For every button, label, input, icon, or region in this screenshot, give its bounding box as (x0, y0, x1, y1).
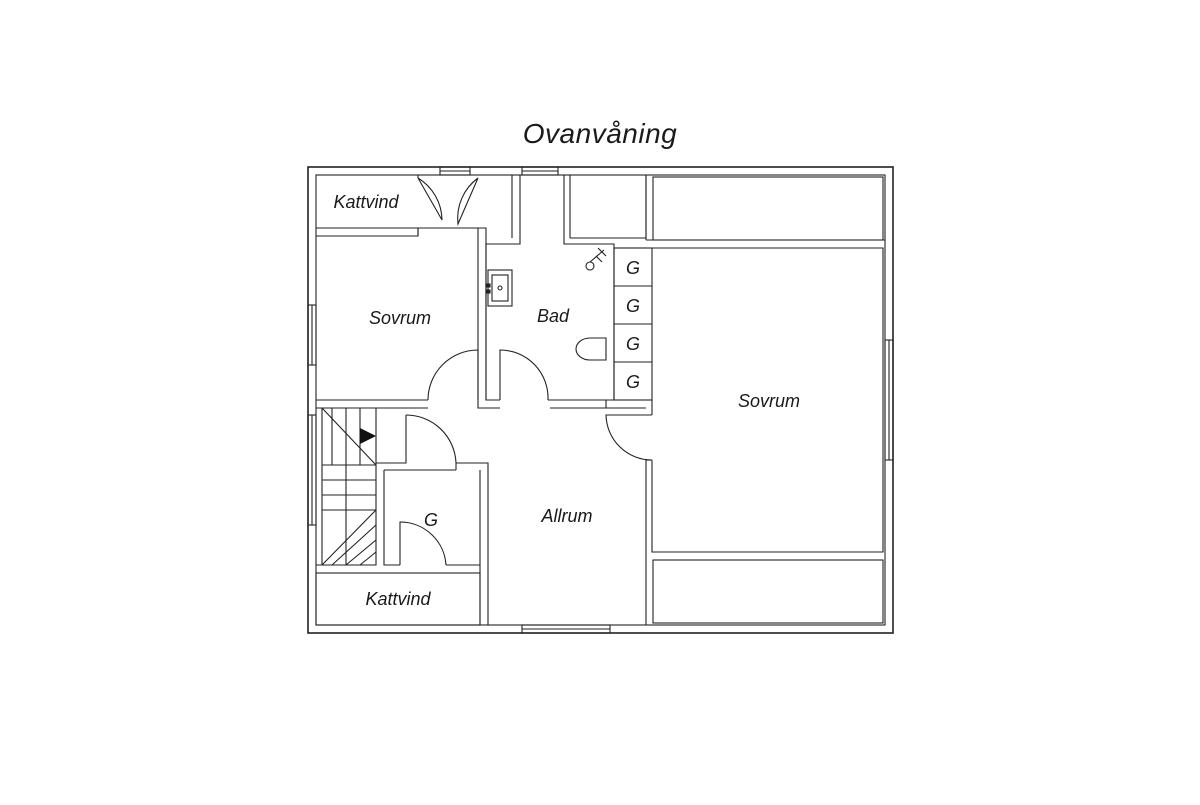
room-label-kattvind-top: Kattvind (333, 192, 399, 212)
room-label-bad: Bad (537, 306, 570, 326)
room-label-g-small: G (424, 510, 438, 530)
room-label-g-closet-3: G (626, 334, 640, 354)
g-closets (606, 247, 653, 408)
g-small-walls (376, 415, 480, 566)
toilet-icon (575, 337, 607, 361)
room-label-sovrum-right: Sovrum (738, 391, 800, 411)
shower-icon (585, 247, 607, 271)
kattvind-bottom-room (315, 572, 481, 626)
room-label-g-closet-1: G (626, 258, 640, 278)
room-label-allrum: Allrum (540, 506, 592, 526)
room-label-g-closet-2: G (626, 296, 640, 316)
room-label-g-closet-4: G (626, 372, 640, 392)
bad-walls (477, 175, 647, 409)
room-label-kattvind-bottom: Kattvind (365, 589, 431, 609)
triangle-right-icon (360, 428, 376, 444)
bottom-right-storage (652, 559, 884, 624)
plan-title: Ovanvåning (522, 118, 678, 149)
windows (307, 166, 894, 634)
sink-icon (485, 269, 513, 307)
room-label-sovrum-left: Sovrum (369, 308, 431, 328)
top-right-storage (645, 175, 884, 241)
door-swings (399, 177, 653, 566)
staircase (316, 407, 377, 566)
